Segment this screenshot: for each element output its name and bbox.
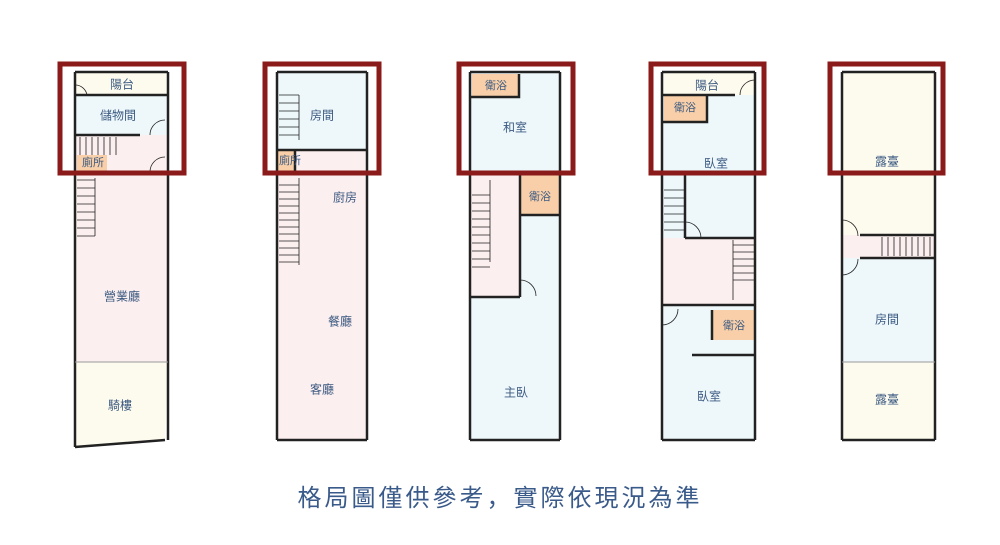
label-storage: 儲物間: [100, 109, 136, 123]
walls: [275, 70, 369, 442]
balcony-area: [75, 72, 168, 95]
bath-upper-area: [472, 74, 519, 97]
bath-lower-area: [520, 173, 560, 215]
label-bedroom-upper: 臥室: [704, 156, 728, 171]
bath-lower-area: [712, 310, 755, 340]
staircase: [472, 180, 491, 268]
label-bath-upper: 衛浴: [485, 79, 507, 92]
staircase: [881, 237, 931, 256]
label-balcony: 陽台: [695, 78, 719, 93]
business-hall-area: [75, 173, 168, 362]
stair-corridor-area: [842, 235, 935, 258]
room-area: [842, 258, 935, 362]
storage-area: [75, 95, 168, 135]
label-master: 主臥: [504, 386, 528, 400]
label-room: 房間: [310, 108, 334, 123]
staircase: [77, 137, 117, 237]
walls: [840, 70, 937, 442]
bath-upper-area: [664, 96, 707, 122]
label-bath-upper: 衛浴: [674, 101, 696, 114]
floor-plan-3: 衛浴 和室 衛浴 主臥: [456, 61, 576, 442]
hall-room-area: [662, 173, 755, 238]
terrace-lower-area: [842, 362, 935, 440]
kitchen-dining-living-area: [277, 150, 367, 440]
label-dining: 餐廳: [328, 314, 352, 329]
stair-hall-area: [662, 238, 755, 305]
arcade-area: [75, 362, 168, 447]
label-kitchen: 廚房: [333, 190, 357, 205]
upper-floor-highlight: [827, 61, 946, 176]
label-balcony: 陽台: [110, 77, 134, 92]
staircase: [279, 94, 300, 265]
balcony-area: [662, 72, 755, 95]
floor-plan-1: 陽台 儲物間 廁所 營業廳 騎樓: [57, 61, 187, 449]
upper-floor-highlight: [57, 61, 187, 176]
door-swing: [519, 279, 537, 297]
floor-plan-4: 陽台 衛浴 臥室 衛浴 臥室: [648, 61, 767, 442]
walls: [73, 70, 170, 449]
floor-plan-2: 房間 廁所 廚房 餐廳 客廳: [262, 61, 382, 442]
floor-plan-5: 露臺 房間 露臺: [827, 61, 946, 442]
label-living: 客廳: [310, 382, 334, 397]
label-bath-lower: 衛浴: [529, 190, 551, 203]
label-bath-lower: 衛浴: [723, 319, 745, 332]
door-swings: [841, 219, 859, 276]
upper-floor-highlight: [456, 61, 576, 176]
terrace-upper-area: [842, 72, 935, 235]
toilet-area: [77, 155, 107, 172]
label-washitsu: 和室: [503, 120, 527, 135]
label-bedroom-lower: 臥室: [697, 389, 721, 404]
label-toilet: 廁所: [82, 155, 104, 169]
door-swings: [661, 79, 756, 326]
master-area: [470, 297, 560, 440]
toilet-area: [277, 150, 295, 172]
staircase: [664, 189, 755, 300]
label-terrace-upper: 露臺: [875, 154, 899, 169]
disclaimer-caption: 格局圖僅供參考，實際依現況為準: [297, 484, 703, 512]
label-business-hall: 營業廳: [104, 289, 140, 304]
door-swings: [74, 84, 166, 173]
upper-floor-highlight: [262, 61, 382, 176]
label-room: 房間: [875, 312, 899, 327]
upper-floor-highlight: [648, 61, 767, 176]
label-terrace-lower: 露臺: [875, 392, 899, 407]
label-toilet: 廁所: [279, 153, 301, 167]
label-arcade: 騎樓: [108, 398, 132, 413]
